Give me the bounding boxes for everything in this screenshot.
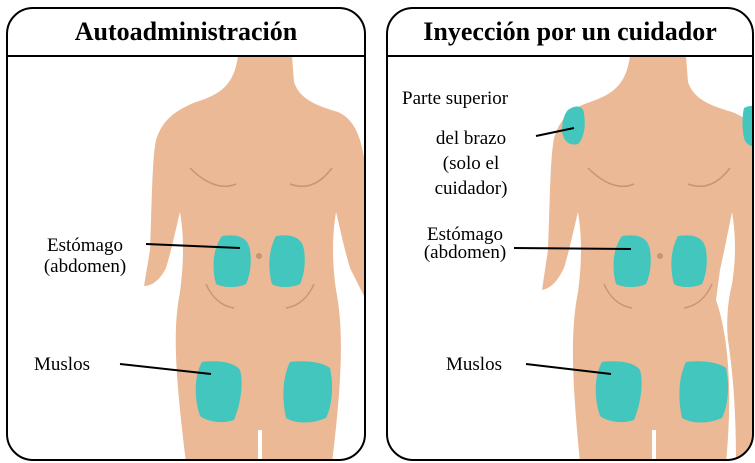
left-chest-line-left xyxy=(189,167,237,188)
right-panel-title: Inyección por un cuidador xyxy=(423,17,717,46)
left-thigh-site-right xyxy=(283,361,333,423)
right-stomach-leader xyxy=(513,247,632,250)
right-chest-line-left xyxy=(587,167,635,188)
right-navel xyxy=(657,253,663,259)
left-stomach-site-left xyxy=(213,235,251,287)
left-body-silhouette xyxy=(144,56,365,460)
left-stomach-label-line1: Estómago xyxy=(47,235,123,256)
right-upper-arm-label-line1: Parte superior xyxy=(402,88,509,109)
right-stomach-label-line1: Estómago xyxy=(427,224,503,245)
left-stomach-label: Estómago (abdomen) xyxy=(26,235,144,277)
right-body-silhouette xyxy=(542,56,753,460)
right-upper-arm-label-line2: del brazo xyxy=(435,128,507,149)
right-hip-line-right xyxy=(683,283,713,309)
right-stomach-label: Estómago (abdomen) xyxy=(406,224,524,263)
left-stomach-site-right xyxy=(269,235,305,287)
left-chest-line-right xyxy=(289,167,333,188)
left-stomach-label-line2: (abdomen) xyxy=(43,256,127,277)
right-upper-arm-site-left xyxy=(562,106,585,145)
right-upper-arm-label-line3: (solo el xyxy=(442,153,500,174)
left-panel-title: Autoadministración xyxy=(74,17,298,46)
left-navel xyxy=(256,253,262,259)
right-hip-line-left xyxy=(603,283,633,309)
right-thigh-site-right xyxy=(679,361,729,423)
right-panel-border xyxy=(386,7,754,461)
left-hip-line-left xyxy=(205,283,235,309)
left-thighs-label: Muslos xyxy=(34,354,90,375)
right-thigh-leader xyxy=(525,363,612,375)
right-thighs-label: Muslos xyxy=(446,354,502,375)
right-thigh-site-left xyxy=(595,361,642,423)
right-chest-line-right xyxy=(687,167,731,188)
right-upper-arm-label-line4: cuidador) xyxy=(434,178,508,199)
right-arm-leader xyxy=(535,127,575,137)
left-thigh-leader xyxy=(119,363,212,375)
right-upper-arm-label: del brazo (solo el cuidador) xyxy=(410,126,532,201)
right-stomach-label-line2: (abdomen) xyxy=(423,242,507,263)
right-panel-figure xyxy=(542,56,753,460)
left-hip-line-right xyxy=(285,283,315,309)
left-stomach-leader xyxy=(145,243,241,249)
right-stomach-site-right xyxy=(671,235,707,287)
left-panel-border xyxy=(6,7,366,461)
left-panel-figure xyxy=(144,56,365,460)
left-thigh-site-left xyxy=(195,361,242,423)
right-stomach-site-left xyxy=(613,235,651,287)
